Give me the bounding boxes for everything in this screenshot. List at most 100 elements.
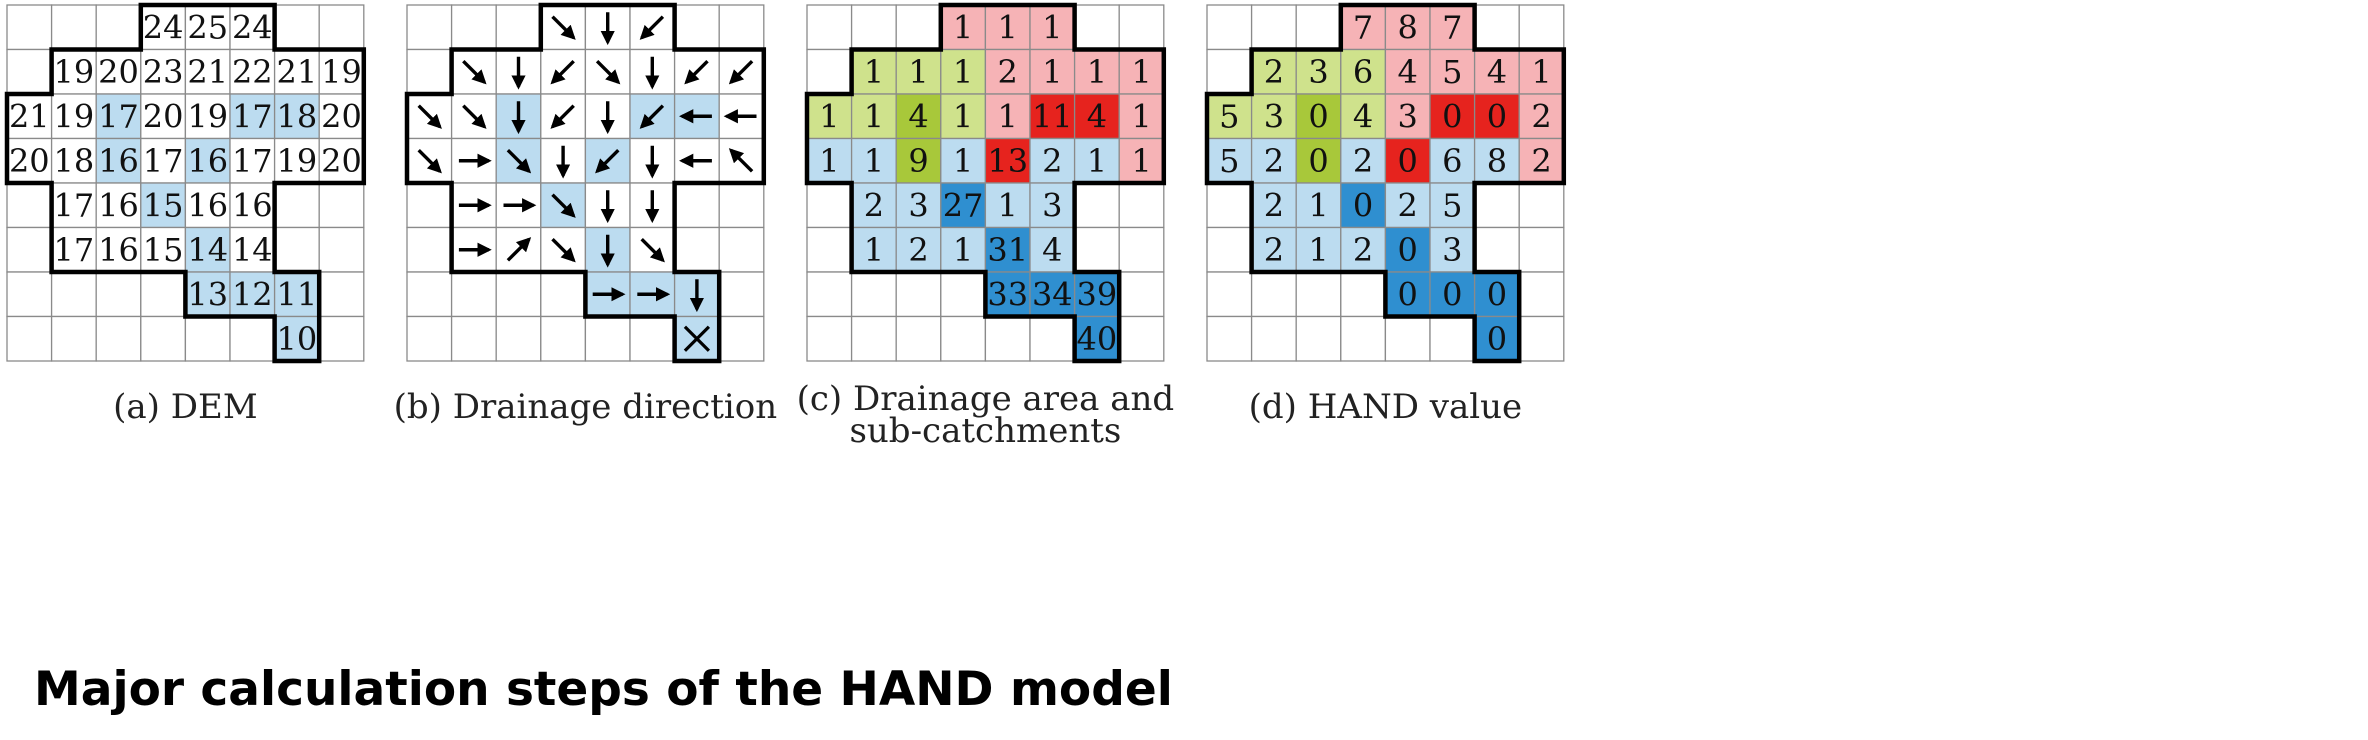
grid-cell: 1	[1118, 48, 1165, 95]
cell-value: 5	[1442, 186, 1462, 224]
grid-cell: 24	[229, 4, 276, 51]
panel-caption: (c) Drainage area and	[797, 379, 1175, 419]
cell-value: 19	[54, 53, 95, 91]
grid-cell: 2	[1518, 93, 1565, 140]
grid-cell	[495, 226, 542, 273]
cell-value: 19	[54, 97, 95, 135]
cell-value: 2	[1353, 142, 1373, 180]
grid-cell: 4	[1340, 93, 1387, 140]
grid-cell	[629, 271, 676, 318]
grid-cell	[450, 48, 497, 95]
grid-cell: 2	[1518, 137, 1565, 184]
cell-value: 8	[1398, 8, 1418, 46]
grid-cell: 13	[184, 271, 231, 318]
cell-value: 4	[1487, 53, 1507, 91]
grid-cell: 1	[940, 137, 987, 184]
grid-cell: 6	[1429, 137, 1476, 184]
grid-cell: 3	[1429, 226, 1476, 273]
grid-cell: 34	[1029, 271, 1076, 318]
grid-cell: 0	[1340, 182, 1387, 229]
grid-cell: 5	[1429, 182, 1476, 229]
grid-cell: 0	[1473, 93, 1520, 140]
cell-value: 14	[232, 231, 273, 269]
grid-cell	[495, 48, 542, 95]
grid-cell	[406, 93, 453, 140]
grid-cell: 2	[1250, 226, 1297, 273]
grid-cell: 17	[50, 182, 97, 229]
grid-cell	[495, 182, 542, 229]
grid-cell	[718, 137, 765, 184]
flow-arrow-se	[417, 148, 442, 174]
cell-value: 6	[1353, 53, 1373, 91]
cell-value: 2	[1264, 53, 1284, 91]
grid-cell: 20	[6, 137, 53, 184]
grid-cell: 1	[1029, 4, 1076, 51]
catchment-boundary	[4, 2, 367, 364]
grid-cell: 23	[140, 48, 187, 95]
grid-cell: 7	[1429, 4, 1476, 51]
grid-cell	[584, 137, 631, 184]
cell-value: 18	[54, 142, 95, 180]
cell-value: 1	[864, 142, 884, 180]
cell-value: 1	[864, 97, 884, 135]
grid-cell: 20	[140, 93, 187, 140]
grid-cell: 2	[1250, 48, 1297, 95]
grid-cell: 5	[1206, 93, 1253, 140]
grid-cell	[495, 93, 542, 140]
cell-value: 34	[1032, 275, 1073, 313]
cell-value: 16	[98, 186, 139, 224]
cell-value: 1	[1531, 53, 1551, 91]
cell-value: 5	[1219, 97, 1239, 135]
grid-cell: 10	[273, 315, 320, 362]
grid-cell: 21	[6, 93, 53, 140]
grid-cell	[629, 137, 676, 184]
grid-cell: 12	[229, 271, 276, 318]
grid-cell: 1	[984, 93, 1031, 140]
catchment-boundary	[804, 2, 1167, 364]
cell-value: 17	[232, 97, 273, 135]
grid-cell: 33	[984, 271, 1031, 318]
grid-cell: 21	[184, 48, 231, 95]
cell-value: 0	[1442, 97, 1462, 135]
panel-caption: (b) Drainage direction	[394, 387, 778, 427]
grid-cell: 19	[50, 48, 97, 95]
grid-cell: 3	[1295, 48, 1342, 95]
grid-cell: 21	[273, 48, 320, 95]
cell-value: 3	[1042, 186, 1062, 224]
flow-arrow-sw	[550, 59, 575, 85]
grid-cell: 11	[273, 271, 320, 318]
flow-arrow-se	[551, 237, 576, 263]
grid-cell: 13	[984, 137, 1031, 184]
grid-cell: 17	[95, 93, 142, 140]
cell-value: 13	[187, 275, 228, 313]
cell-value: 6	[1442, 142, 1462, 180]
grid-cell: 2	[1250, 137, 1297, 184]
cell-value: 1	[819, 142, 839, 180]
grid-cell	[673, 137, 720, 184]
cell-value: 5	[1219, 142, 1239, 180]
grid-cell	[584, 4, 631, 51]
grid-cell: 1	[895, 48, 942, 95]
grid-cell: 0	[1429, 271, 1476, 318]
cell-value: 0	[1487, 320, 1507, 358]
grid-cell: 0	[1473, 271, 1520, 318]
cell-value: 1	[864, 231, 884, 269]
grid-cell: 2	[984, 48, 1031, 95]
cell-value: 3	[1264, 97, 1284, 135]
cell-value: 2	[1264, 231, 1284, 269]
grid-cell: 27	[940, 182, 987, 229]
cell-value: 11	[277, 275, 318, 313]
grid-cell: 1	[1029, 48, 1076, 95]
flow-arrow-sw	[684, 59, 709, 85]
grid-cell	[629, 226, 676, 273]
cell-value: 31	[987, 231, 1028, 269]
grid-cell: 24	[140, 4, 187, 51]
grid-cell: 40	[1073, 315, 1120, 362]
grid-cell: 3	[1250, 93, 1297, 140]
cell-value: 20	[9, 142, 50, 180]
grid-cell: 1	[940, 4, 987, 51]
grid-cell	[629, 93, 676, 140]
grid-cell: 16	[184, 137, 231, 184]
flow-arrow-se	[551, 15, 576, 40]
